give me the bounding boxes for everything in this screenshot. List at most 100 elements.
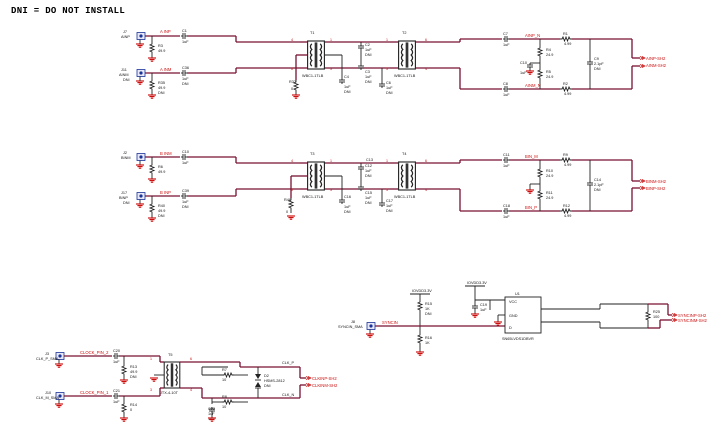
out-binm-sh2: BINM-SH2 [646, 179, 667, 184]
cap-c17-val: 1uF [386, 204, 393, 208]
res-r2-ref: R2 [563, 82, 568, 86]
xfmr-t5-ref: T5 [168, 353, 172, 357]
cap-c19-ref: C19 [480, 303, 487, 307]
diode-d2 [255, 367, 261, 398]
svg-text:6: 6 [425, 38, 427, 42]
res-r3-ref: R3 [158, 44, 163, 48]
connector-j7-ref: J7 [123, 30, 127, 34]
diode-d2-dni: DNI [264, 384, 271, 388]
svg-text:4: 4 [425, 67, 427, 71]
out-ainm-sh2: AINM-SH2 [646, 63, 667, 68]
res-r1-ref: R1 [563, 32, 568, 36]
ic-u1-pin-gnd: GND [509, 314, 518, 318]
res-r6-val: 49.9 [158, 170, 165, 174]
xfmr-t1-part: WBC1-1TLB [302, 74, 324, 78]
res-r35-dni: DNI [158, 91, 165, 95]
res-r4-val: 24.9 [546, 53, 553, 57]
svg-text:4: 4 [291, 38, 293, 42]
net-ainp-n: AINP_N [525, 33, 540, 38]
cap-c11-ref: C11 [503, 153, 510, 157]
diode-d2-ref: D2 [264, 374, 269, 378]
cap-c6-ref: C6 [386, 81, 391, 85]
res-r15-val: 1K [425, 307, 430, 311]
xfmr-t3-part: WBC1-1TLB [302, 195, 324, 199]
res-r1-val: 4.99 [564, 42, 571, 46]
connector-j11-ref: J11 [121, 68, 127, 72]
res-r49-ref: R49 [284, 198, 291, 202]
xfmr-t4-ref: T4 [402, 152, 406, 156]
res-r13-val: 49.9 [130, 370, 137, 374]
out-ainp-sh2: AINP-SH2 [646, 56, 666, 61]
res-r8-val: 10 [222, 405, 226, 409]
res-r9-val: 4.99 [564, 163, 571, 167]
res-r14-ref: R14 [130, 403, 137, 407]
xfmr-t5-part: JTX-4-10T [160, 391, 179, 395]
cap-c4-dni: DNI [344, 90, 351, 94]
svg-text:4: 4 [291, 159, 293, 163]
res-r12-val: 4.99 [564, 214, 571, 218]
connector-j7: J7 AINP [121, 30, 146, 48]
ic-u1-ref: U1 [515, 292, 520, 296]
cap-c3-ref: C3 [365, 70, 370, 74]
res-r37-ref: R37 [289, 80, 296, 84]
res-r5-ref: R5 [546, 70, 551, 74]
res-r15-dni: DNI [425, 312, 432, 316]
svg-text:1: 1 [386, 38, 388, 42]
cap-c10a-ref: C10 [520, 61, 527, 65]
res-r25-val: 100 [653, 315, 659, 319]
diode-d2-part: HSMS-2812 [264, 379, 285, 383]
connector-j7-name: AINP [121, 35, 130, 39]
res-r16-ref-label: R16 [425, 336, 432, 340]
res-r25-ref: R25 [653, 310, 660, 314]
svg-text:6: 6 [425, 159, 427, 163]
connector-j11: J11 AINM DNI [119, 68, 146, 85]
cap-c9-dni: DNI [594, 67, 601, 71]
cap-c1-val: 1uF [182, 40, 189, 44]
cap-c15-val: 1uF [365, 196, 372, 200]
cap-c17-dni: DNI [386, 209, 393, 213]
cap-c2-ref: C2 [365, 43, 370, 47]
xfmr-t2-part: WBC1-1TLB [394, 74, 416, 78]
cap-c2-val: 1uF [365, 48, 372, 52]
ic-u1 [504, 296, 542, 334]
ic-u1-pin-vcc: VCC [509, 300, 517, 304]
res-r13-dni: DNI [130, 375, 137, 379]
cap-c10b-val: 1uF [182, 161, 189, 165]
cap-c19-val: 1uF [480, 308, 487, 312]
res-r40-ref: R40 [158, 204, 165, 208]
cap-c22-sub: 16V [208, 417, 215, 421]
connector-j17-dni: DNI [123, 201, 130, 205]
cap-c13-ref: C13 [366, 158, 373, 162]
cap-c12-dni: DNI [365, 174, 372, 178]
cap-c4-val: 1uF [344, 85, 351, 89]
res-r12-ref: R12 [563, 204, 570, 208]
res-r35-val: 49.9 [158, 86, 165, 90]
res-r4-ref: R4 [546, 48, 551, 52]
cap-c12-ref: C12 [365, 164, 372, 168]
xfmr-t2-ref: T2 [402, 31, 406, 35]
block-b-output: C11 1uF C18 1uF BIN_M BIN_P R10 24.9 R11… [502, 153, 667, 219]
res-r16-val: 1K [425, 341, 430, 345]
block-a-output: C7 1uF C8 1uF AINP_N AINM_N R4 24.9 R5 2… [502, 32, 667, 97]
res-r8-ref: R8 [222, 395, 227, 399]
cap-c21-val: 1uF [113, 400, 120, 404]
svg-text:1: 1 [330, 159, 332, 163]
cap-c4-ref: C4 [344, 75, 349, 79]
res-r40-val: 49.9 [158, 209, 165, 213]
cap-c22-ref: C22 [208, 407, 215, 411]
net-b-inp: B INP [160, 190, 171, 195]
connector-j2-name: BINM [121, 156, 131, 160]
sync-supply-2: IOVDD3.3V [467, 281, 487, 285]
out-clkinp-sh2: CLKINP-SH2 [312, 376, 337, 381]
res-r10-ref: R10 [546, 169, 553, 173]
cap-c9-ref: C9 [594, 57, 599, 61]
svg-text:4: 4 [190, 388, 192, 392]
svg-text:3: 3 [330, 188, 332, 192]
net-clk-n: CLK_N [282, 393, 294, 397]
cap-c3-dni: DNI [365, 80, 372, 84]
res-r35-ref: R35 [158, 81, 165, 85]
dni-note: DNI = DO NOT INSTALL [11, 6, 126, 16]
svg-text:4: 4 [425, 188, 427, 192]
svg-text:3: 3 [150, 388, 152, 392]
res-r9-ref: R9 [563, 153, 568, 157]
